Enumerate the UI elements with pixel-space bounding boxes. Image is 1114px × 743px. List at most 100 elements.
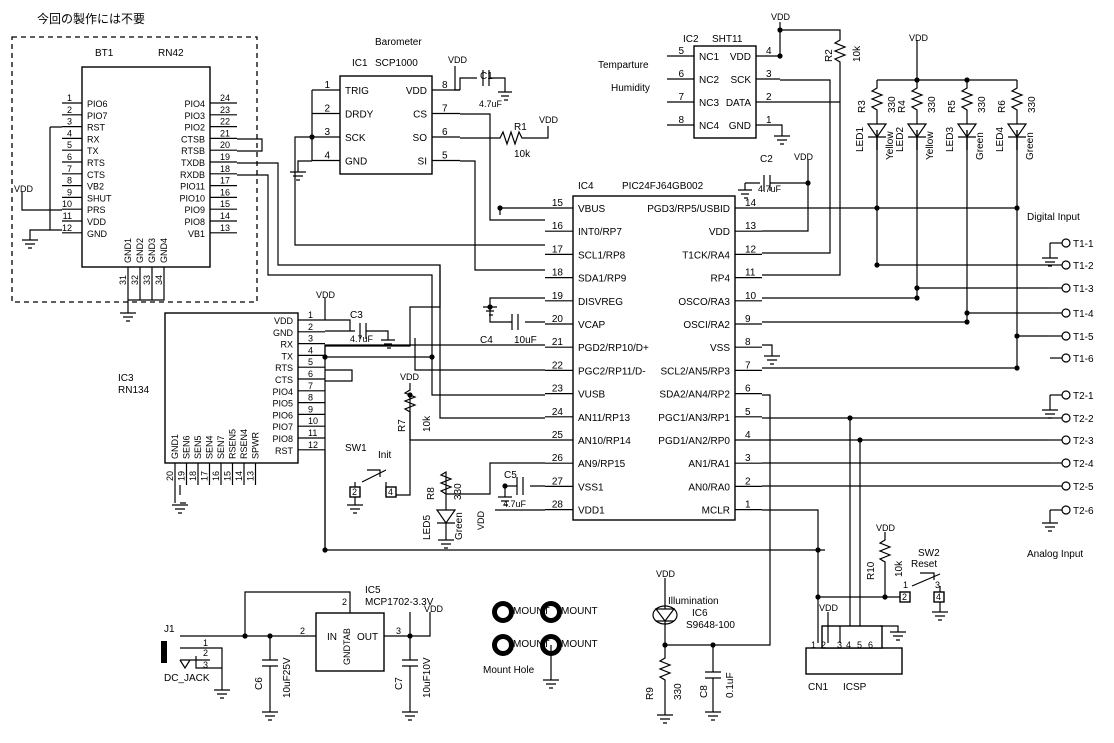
bt1-not-required-frame — [11, 36, 258, 303]
ic1-pin-6-number: 6 — [442, 127, 448, 138]
bt1-pin-6-name: RTS — [87, 158, 105, 168]
vdd-label: VDD — [400, 372, 420, 382]
svg-text:3: 3 — [837, 640, 842, 650]
ic4-pin-6-number: 6 — [745, 384, 751, 395]
illumination-label: Illumination — [668, 596, 719, 607]
terminal-block: T1-1T1-2T1-3T1-4T1-5T1-6T2-1T2-2T2-3T2-4… — [1050, 238, 1094, 517]
ic4-pin-7-name: SCL2/AN5/RP3 — [661, 366, 731, 377]
ic4-part: PIC24FJ64GB002 — [622, 181, 704, 192]
c7-value: 10uF10V — [422, 657, 433, 698]
ic6-part: S9648-100 — [686, 620, 735, 631]
ic4-pin-23-name: VUSB — [578, 390, 606, 401]
bt1-pin-33-name: GND3 — [147, 238, 157, 263]
r3-value: 330 — [887, 96, 898, 113]
junction-dot — [882, 594, 888, 600]
ic4-pin-3-name: AN1/RA1 — [688, 459, 730, 470]
bt1-pin-3-name: RST — [87, 123, 106, 133]
c4-ref: C4 — [480, 335, 493, 346]
terminal-t1-2: T1-2 — [1073, 261, 1094, 272]
bt1-pin-19-name: TXDB — [181, 158, 205, 168]
ic5-regulator: IC5 MCP1702-3.3V IN OUT GNDTAB — [315, 585, 434, 672]
bt1-pin-18-number: 18 — [220, 164, 230, 174]
svg-text:5: 5 — [857, 640, 862, 650]
ic2-pin-5-name: NC1 — [699, 52, 719, 63]
ic4-pin-17-name: SCL1/RP8 — [578, 250, 626, 261]
vdd-label: VDD — [656, 569, 676, 579]
junction-dot — [662, 642, 668, 648]
mount-hole-inner — [497, 606, 509, 618]
vdd-label: VDD — [14, 184, 34, 194]
r7-ref: R7 — [397, 419, 408, 432]
ic2-pin-2-number: 2 — [766, 92, 772, 103]
ic4-pin-20-name: VCAP — [578, 320, 606, 331]
c8-value: 0.1uF — [725, 672, 736, 698]
ic1-part: SCP1000 — [375, 58, 418, 69]
bt1-pin-2-name: PIO7 — [87, 111, 108, 121]
sw1-label: Init — [378, 450, 392, 461]
ic1-pin-3-number: 3 — [324, 127, 330, 138]
junction-dot — [857, 437, 863, 443]
bt1-pin-12-name: GND — [87, 229, 108, 239]
bt1-pin-18-name: RXDB — [180, 170, 205, 180]
resistor-r4 — [906, 80, 928, 150]
mount-hole-inner — [497, 639, 509, 651]
ic4-pin-20-number: 20 — [552, 314, 564, 325]
ic4-pin-18-number: 18 — [552, 268, 564, 279]
ic3-pin-20-name: GND1 — [170, 434, 180, 459]
ic3-part: RN134 — [118, 385, 150, 396]
junction-dot — [322, 354, 328, 360]
vdd-label: VDD — [909, 33, 929, 43]
ic4-pin-5-name: PGC1/AN3/RP1 — [658, 413, 730, 424]
ic2-ref: IC2 — [683, 34, 699, 45]
ic5-gnd-label: GNDTAB — [342, 628, 352, 665]
ic1-pin-2-number: 2 — [324, 104, 330, 115]
ic1-pin-6-name: SO — [413, 133, 428, 144]
terminal-pad — [1061, 458, 1071, 468]
not-required-note: 今回の製作には不要 — [37, 11, 145, 26]
ic4-pin-16-number: 16 — [552, 221, 564, 232]
ic4-pin-28-number: 28 — [552, 500, 564, 511]
c5-ref: C5 — [504, 470, 517, 481]
bt1-pin-15-name: PIO9 — [184, 205, 205, 215]
ic2-pin-6-name: NC2 — [699, 75, 719, 86]
svg-text:2: 2 — [902, 592, 907, 602]
mount-label: MOUNT — [561, 639, 598, 650]
resistor-r5 — [956, 80, 978, 150]
vdd-label: VDD — [876, 523, 896, 533]
junction-dot — [815, 547, 821, 553]
ic2-pin-1-name: GND — [729, 121, 751, 132]
vdd-label: VDD — [476, 510, 486, 530]
sw2-label: Reset — [911, 559, 937, 570]
bt1-pin-22-number: 22 — [220, 117, 230, 127]
bt1-pin-13-name: VB1 — [188, 229, 205, 239]
bt1-pin-1-number: 1 — [67, 93, 72, 103]
terminal-pad — [1061, 260, 1071, 270]
vdd-label: VDD — [448, 55, 468, 65]
bt1-pin-13-number: 13 — [220, 223, 230, 233]
bt1-pin-12-number: 12 — [62, 223, 72, 233]
ic3-pin-14-number: 14 — [234, 471, 244, 481]
bt1-pin-33-number: 33 — [142, 275, 152, 285]
terminal-pad — [1061, 390, 1071, 400]
junction-dot — [964, 77, 970, 83]
junction-dot — [322, 547, 328, 553]
ic6-ref: IC6 — [692, 608, 708, 619]
bt1-pin-32-name: GND2 — [135, 238, 145, 263]
terminal-pad — [1061, 435, 1071, 445]
terminal-t2-5: T2-5 — [1073, 482, 1094, 493]
vdd-label: VDD — [771, 12, 791, 22]
r4-value: 330 — [927, 96, 938, 113]
junction-dot — [777, 27, 783, 33]
ic4-pin-1-number: 1 — [745, 500, 751, 511]
ic4-pin-11-name: RP4 — [711, 274, 731, 285]
c7-ref: C7 — [394, 677, 405, 690]
r6-value: 330 — [1027, 96, 1038, 113]
bt1-ref: BT1 — [95, 48, 114, 59]
led5-color: Green — [454, 512, 465, 540]
terminal-t1-5: T1-5 — [1073, 332, 1094, 343]
junction-dot — [267, 633, 273, 639]
c6-ref: C6 — [254, 677, 265, 690]
r5-value: 330 — [977, 96, 988, 113]
svg-text:2: 2 — [203, 648, 208, 658]
